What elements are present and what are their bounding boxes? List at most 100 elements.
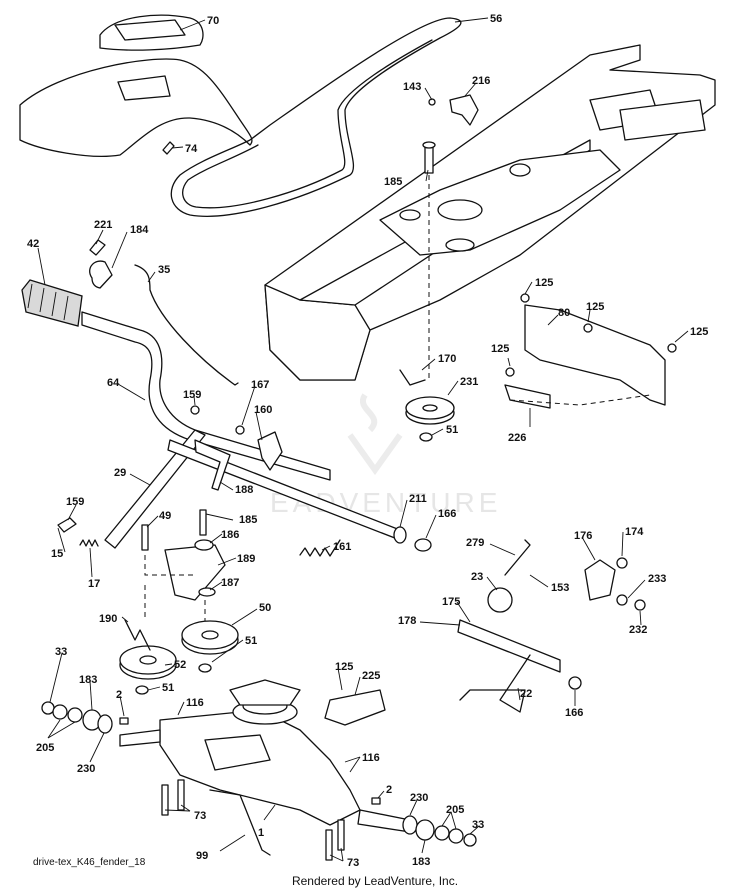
callout-231: 231 <box>460 376 478 388</box>
callout-2: 2 <box>116 689 122 701</box>
callout-51: 51 <box>446 424 458 436</box>
pulley-231-part <box>405 396 455 425</box>
callout-22: 22 <box>520 688 532 700</box>
drive-belt-part <box>170 17 462 217</box>
callout-175: 175 <box>442 596 460 608</box>
bracket-160-part <box>257 431 283 471</box>
knob-42-part <box>21 279 83 327</box>
bolt-73c-part <box>325 829 333 861</box>
nut-51c-part <box>419 432 433 442</box>
bolt-73d-part <box>337 819 345 851</box>
callout-125: 125 <box>690 326 708 338</box>
callout-143: 143 <box>403 81 421 93</box>
callout-29: 29 <box>114 467 126 479</box>
bolt-143-part <box>428 98 436 106</box>
callout-170: 170 <box>438 353 456 365</box>
tractor-frame-part <box>264 44 716 381</box>
washer-205-part <box>52 704 68 720</box>
callout-174: 174 <box>625 526 644 538</box>
callout-70: 70 <box>207 15 219 27</box>
callout-1: 1 <box>258 827 264 839</box>
leader-lines <box>37 17 689 862</box>
pulley-50-part <box>181 620 239 655</box>
arm-188-part <box>194 439 231 491</box>
callout-176: 176 <box>574 530 592 542</box>
callout-178: 178 <box>398 615 416 627</box>
pedal-shaft-178-part <box>457 619 561 673</box>
callout-166: 166 <box>438 508 456 520</box>
callout-33: 33 <box>55 646 67 658</box>
idler-bracket-189-part <box>164 544 226 601</box>
callout-279: 279 <box>466 537 484 549</box>
bushing-211-part <box>393 526 407 544</box>
bushing-183b-part <box>415 819 435 841</box>
callout-167: 167 <box>251 379 269 391</box>
callout-190: 190 <box>99 613 117 625</box>
screw-74-part <box>162 141 175 155</box>
pulley-52-part <box>119 645 177 680</box>
callout-166: 166 <box>565 707 583 719</box>
ball-23-part <box>487 587 513 613</box>
callout-52: 52 <box>174 659 186 671</box>
callout-51: 51 <box>245 635 257 647</box>
bearing-230-part <box>97 714 113 734</box>
callout-116: 116 <box>362 752 380 764</box>
bolt-125b-part <box>583 323 593 333</box>
spring-161-part <box>299 539 341 557</box>
callout-49: 49 <box>159 510 171 522</box>
callout-160: 160 <box>254 404 272 416</box>
bracket-226-part <box>504 384 551 409</box>
rod-279-part <box>504 539 531 576</box>
washer-166-part <box>414 538 432 552</box>
callout-211: 211 <box>409 493 427 505</box>
callout-205: 205 <box>446 804 464 816</box>
callout-183: 183 <box>79 674 97 686</box>
callout-233: 233 <box>648 573 666 585</box>
callout-189: 189 <box>237 553 255 565</box>
bracket-216-part <box>449 94 479 126</box>
callout-73: 73 <box>194 810 206 822</box>
callout-15: 15 <box>51 548 63 560</box>
bolt-49-part <box>141 524 149 551</box>
nut-51b-part <box>135 685 149 695</box>
callout-226: 226 <box>508 432 526 444</box>
bracket-225-part <box>324 689 386 726</box>
callout-125: 125 <box>535 277 553 289</box>
callout-35: 35 <box>158 264 170 276</box>
callout-42: 42 <box>27 238 39 250</box>
callout-17: 17 <box>88 578 100 590</box>
clip-159-part <box>190 405 200 415</box>
bolt-73-part <box>161 784 169 816</box>
callout-159: 159 <box>183 389 201 401</box>
pin-167-part <box>235 425 245 435</box>
callout-184: 184 <box>130 224 149 236</box>
bolt-185-part <box>199 509 207 536</box>
callout-230: 230 <box>410 792 428 804</box>
key-2b-part <box>371 797 381 805</box>
bearing-230b-part <box>402 815 418 835</box>
callout-125: 125 <box>491 343 509 355</box>
callout-2: 2 <box>386 784 392 796</box>
key-2-part <box>119 717 129 725</box>
callout-74: 74 <box>185 143 198 155</box>
clip-33-part <box>41 701 55 715</box>
callout-125: 125 <box>335 661 353 673</box>
callout-216: 216 <box>472 75 490 87</box>
diagram-caption: drive-tex_K46_fender_18 <box>33 857 146 868</box>
callout-205: 205 <box>36 742 54 754</box>
bolt-125-part <box>520 293 530 303</box>
callout-186: 186 <box>221 529 239 541</box>
bolt-185-top-part <box>422 141 436 174</box>
callout-183: 183 <box>412 856 430 868</box>
callout-153: 153 <box>551 582 569 594</box>
bolt-125c-part <box>667 343 677 353</box>
knob-184-part <box>89 260 113 289</box>
spacer-170-part <box>399 369 426 386</box>
spring-190-part <box>124 619 151 651</box>
fender-part <box>19 14 253 157</box>
pedal-22-part <box>459 654 531 713</box>
callout-188: 188 <box>235 484 253 496</box>
callout-51: 51 <box>162 682 174 694</box>
washer-233-part <box>616 594 628 606</box>
